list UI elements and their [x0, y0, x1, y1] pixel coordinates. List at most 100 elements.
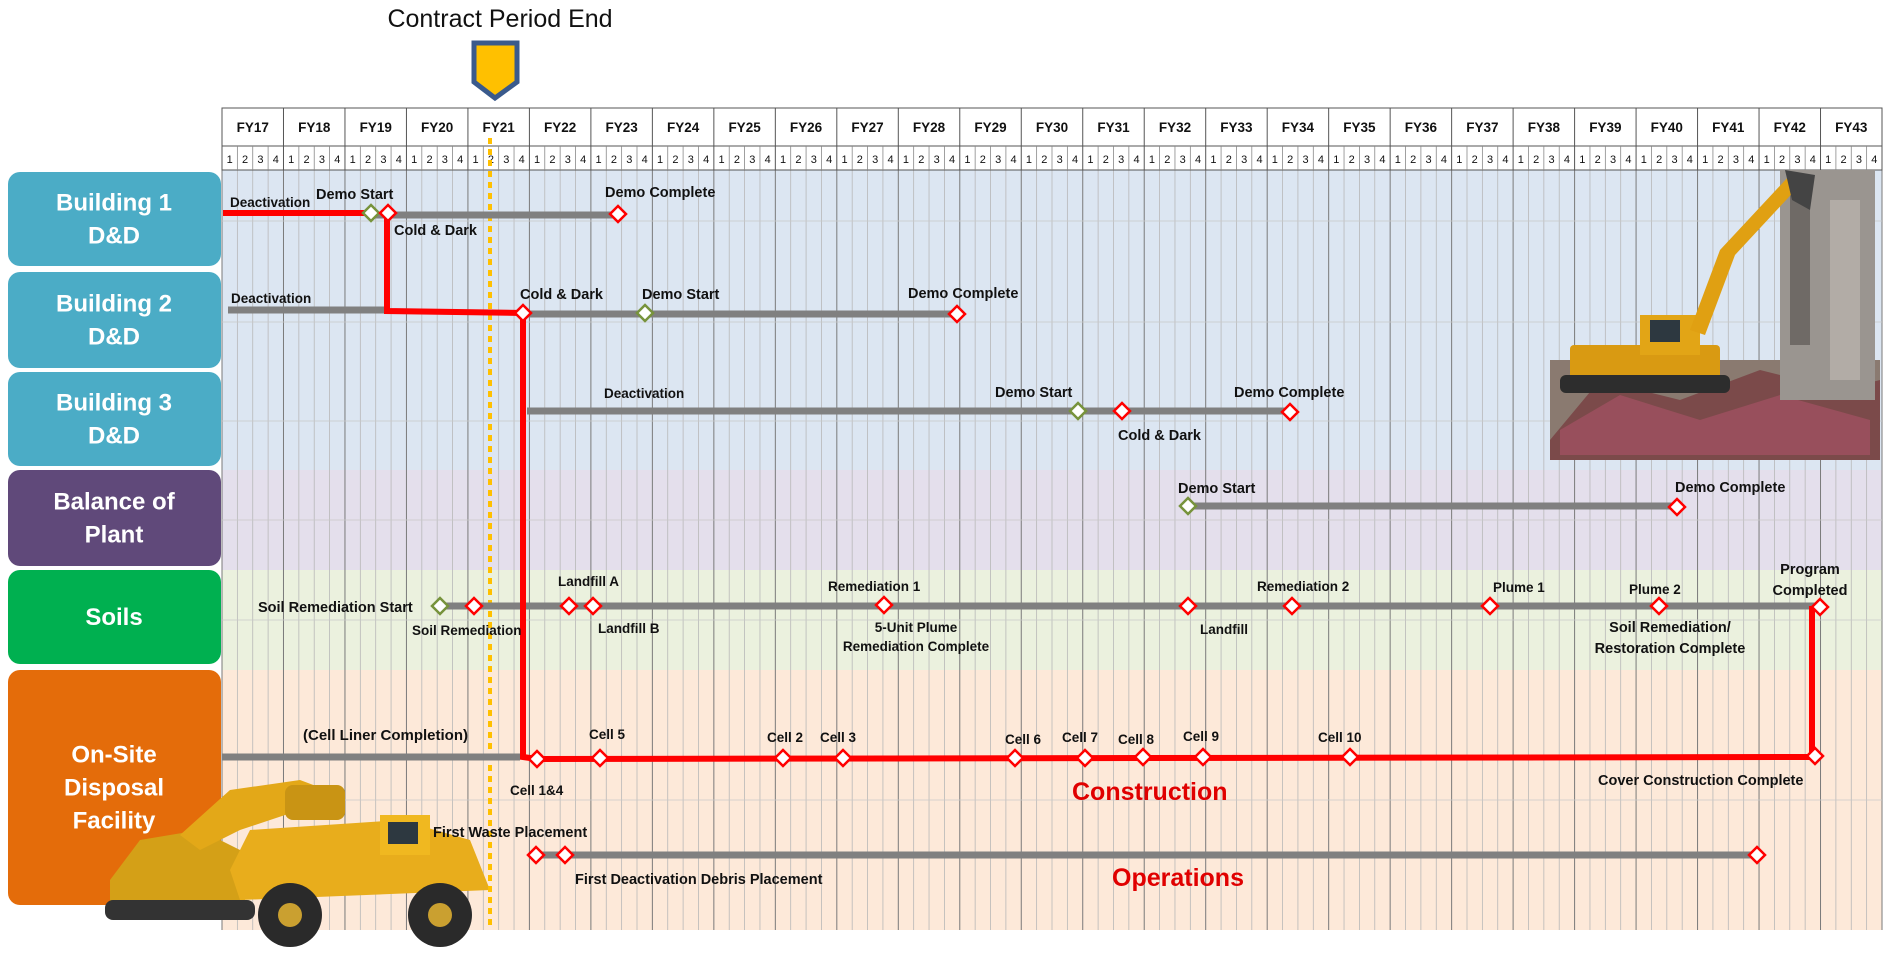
quarter-label: 2	[1841, 154, 1847, 166]
row-label-text: Building 2	[56, 291, 172, 318]
quarter-label: 2	[734, 154, 740, 166]
row-label-soils	[8, 570, 221, 664]
milestone-cell2	[773, 748, 793, 768]
label-plume2: Plume 2	[1629, 582, 1681, 597]
quarter-label: 1	[1333, 154, 1339, 166]
quarter-label: 1	[841, 154, 847, 166]
milestone-b2-demo-start	[635, 303, 655, 323]
fy-label: FY37	[1466, 120, 1498, 135]
row-label-text: Facility	[73, 808, 156, 835]
quarter-label: 1	[1518, 154, 1524, 166]
quarter-label: 4	[888, 154, 894, 166]
milestone-landfill-a	[559, 596, 579, 616]
fy-label: FY24	[667, 120, 700, 135]
quarter-label: 3	[1241, 154, 1247, 166]
quarter-label: 4	[1687, 154, 1693, 166]
quarter-label: 1	[227, 154, 233, 166]
quarter-label: 4	[334, 154, 340, 166]
row-label-text: Plant	[85, 522, 144, 549]
row-label-text: Disposal	[64, 775, 164, 802]
fy-label: FY23	[605, 120, 638, 135]
quarter-label: 2	[1410, 154, 1416, 166]
milestone-remediation2	[1282, 596, 1302, 616]
fy-label: FY40	[1651, 120, 1683, 135]
milestone-landfill	[1178, 596, 1198, 616]
milestone-cell5	[590, 748, 610, 768]
quarter-label: 2	[1041, 154, 1047, 166]
quarter-label: 2	[918, 154, 924, 166]
quarter-label: 4	[703, 154, 709, 166]
quarter-label: 3	[1057, 154, 1063, 166]
milestone-landfill-b	[583, 596, 603, 616]
quarter-label: 2	[1656, 154, 1662, 166]
quarter-label: 4	[1748, 154, 1754, 166]
label-plume1: Plume 1	[1493, 580, 1545, 595]
quarter-label: 4	[1810, 154, 1816, 166]
quarter-label: 3	[872, 154, 878, 166]
quarter-label: 3	[380, 154, 386, 166]
quarter-label: 4	[457, 154, 463, 166]
label-remediation2: Remediation 2	[1257, 579, 1349, 594]
contract-period-title: Contract Period End	[387, 5, 612, 33]
label-operations: Operations	[1112, 864, 1244, 892]
label-cell8: Cell 8	[1118, 732, 1155, 747]
milestone-first-debris	[555, 845, 575, 865]
label-program-2: Completed	[1773, 583, 1848, 599]
quarter-label: 2	[857, 154, 863, 166]
quarter-label: 4	[826, 154, 832, 166]
row-label-text: Building 3	[56, 390, 172, 417]
label-plume5-1: 5-Unit Plume	[875, 620, 958, 635]
milestone-cell8	[1133, 747, 1153, 767]
fy-label: FY34	[1282, 120, 1315, 135]
label-remediation1: Remediation 1	[828, 579, 921, 594]
label-bop-demo-start: Demo Start	[1178, 481, 1256, 497]
label-b1-deactivation: Deactivation	[230, 195, 310, 210]
quarter-label: 4	[1133, 154, 1139, 166]
milestone-b2-demo-complete	[947, 304, 967, 324]
quarter-label: 3	[626, 154, 632, 166]
label-soil-complete-2: Restoration Complete	[1595, 641, 1746, 657]
fy-label: FY42	[1774, 120, 1806, 135]
milestone-soil-start	[430, 596, 450, 616]
quarter-label: 3	[1610, 154, 1616, 166]
quarter-label: 3	[1180, 154, 1186, 166]
quarter-label: 2	[1533, 154, 1539, 166]
quarter-label: 3	[257, 154, 263, 166]
fy-label: FY41	[1712, 120, 1745, 135]
quarter-label: 4	[273, 154, 279, 166]
quarter-label: 3	[503, 154, 509, 166]
quarter-label: 2	[611, 154, 617, 166]
quarter-label: 1	[1641, 154, 1647, 166]
label-b3-demo-complete: Demo Complete	[1234, 385, 1344, 401]
quarter-label: 2	[795, 154, 801, 166]
row-label-text: D&D	[88, 324, 140, 351]
fy-label: FY27	[851, 120, 883, 135]
quarter-label: 4	[765, 154, 771, 166]
fy-label: FY21	[483, 120, 516, 135]
quarter-label: 1	[1579, 154, 1585, 166]
quarter-label: 1	[1764, 154, 1770, 166]
label-b3-cold-dark: Cold & Dark	[1118, 428, 1202, 444]
quarter-label: 3	[749, 154, 755, 166]
label-cell10: Cell 10	[1318, 730, 1362, 745]
label-b1-demo-start: Demo Start	[316, 187, 394, 203]
label-soil-start: Soil Remediation Start	[258, 600, 413, 616]
quarter-label: 2	[1287, 154, 1293, 166]
quarter-label: 4	[1195, 154, 1201, 166]
quarter-label: 2	[1103, 154, 1109, 166]
label-b2-demo-complete: Demo Complete	[908, 286, 1018, 302]
label-b3-demo-start: Demo Start	[995, 385, 1073, 401]
label-cell14: Cell 1&4	[510, 783, 564, 798]
quarter-label: 4	[1318, 154, 1324, 166]
quarter-label: 2	[980, 154, 986, 166]
fy-label: FY30	[1036, 120, 1068, 135]
quarter-label: 3	[1487, 154, 1493, 166]
fy-label: FY20	[421, 120, 453, 135]
quarter-label: 3	[1794, 154, 1800, 166]
quarter-label: 1	[1087, 154, 1093, 166]
quarter-label: 4	[1502, 154, 1508, 166]
quarter-label: 2	[426, 154, 432, 166]
label-b2-cold-dark: Cold & Dark	[520, 287, 604, 303]
pentagon-marker-icon	[471, 40, 520, 102]
